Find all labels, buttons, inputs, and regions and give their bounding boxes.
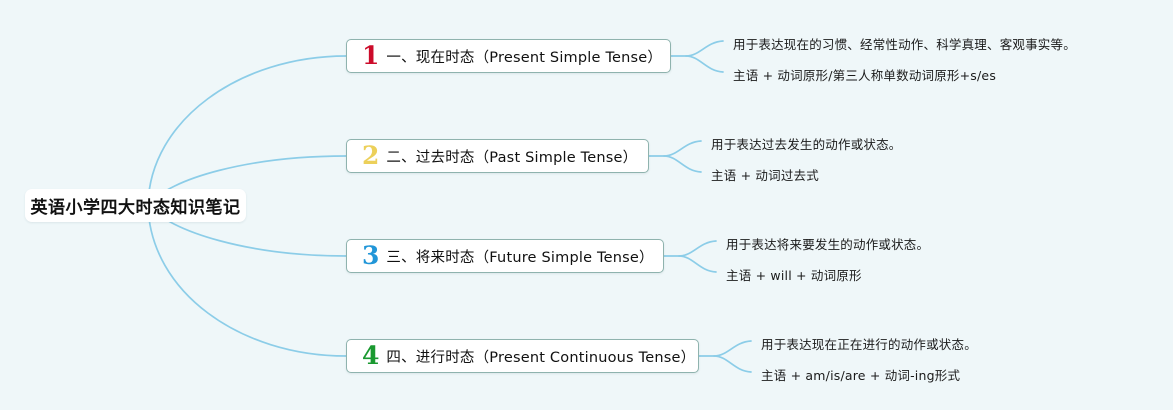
root-node[interactable]: 英语小学四大时态知识笔记	[25, 189, 246, 222]
leaf-2-2[interactable]: 主语 + 动词过去式	[711, 168, 819, 183]
branch-node-1[interactable]: 1 一、现在时态（Present Simple Tense）	[346, 39, 671, 73]
leaf-1-1[interactable]: 用于表达现在的习惯、经常性动作、科学真理、客观事实等。	[733, 37, 1076, 52]
connector-branch-4-leaf-2	[713, 355, 752, 373]
branch-node-3[interactable]: 3 三、将来时态（Future Simple Tense）	[346, 239, 664, 273]
connector-branch-1-leaf-1	[685, 40, 724, 57]
branch-label-2: 二、过去时态（Past Simple Tense）	[386, 149, 638, 166]
branch-label-3: 三、将来时态（Future Simple Tense）	[386, 249, 654, 266]
leaf-4-2[interactable]: 主语 + am/is/are + 动词-ing形式	[761, 368, 961, 383]
branch-label-4: 四、进行时态（Present Continuous Tense）	[386, 349, 696, 366]
leaf-2-1[interactable]: 用于表达过去发生的动作或状态。	[711, 137, 902, 152]
branch-label-1: 一、现在时态（Present Simple Tense）	[386, 49, 663, 66]
connector-branch-3-leaf-2	[678, 255, 717, 273]
connector-branch-2-leaf-2	[663, 155, 702, 173]
connector-root-to-branch-1	[147, 55, 347, 206]
connector-branch-1-leaf-2	[685, 55, 724, 73]
root-node-label: 英语小学四大时态知识笔记	[30, 198, 241, 218]
branch-number-2: 2	[362, 140, 380, 170]
leaf-1-2[interactable]: 主语 + 动词原形/第三人称单数动词原形+s/es	[733, 68, 997, 83]
leaf-3-1[interactable]: 用于表达将来要发生的动作或状态。	[726, 237, 930, 252]
branch-node-2[interactable]: 2 二、过去时态（Past Simple Tense）	[346, 139, 649, 173]
branch-number-3: 3	[362, 240, 380, 270]
branch-number-1: 1	[362, 40, 380, 70]
branch-node-4[interactable]: 4 四、进行时态（Present Continuous Tense）	[346, 339, 699, 373]
connector-branch-3-leaf-1	[678, 240, 717, 257]
connector-branch-4-leaf-1	[713, 340, 752, 357]
leaf-4-1[interactable]: 用于表达现在正在进行的动作或状态。	[761, 337, 977, 352]
connector-branch-2-leaf-1	[663, 140, 702, 157]
branch-number-4: 4	[362, 340, 380, 370]
connector-root-to-branch-4	[147, 204, 347, 357]
leaf-3-2[interactable]: 主语 + will + 动词原形	[726, 268, 862, 283]
